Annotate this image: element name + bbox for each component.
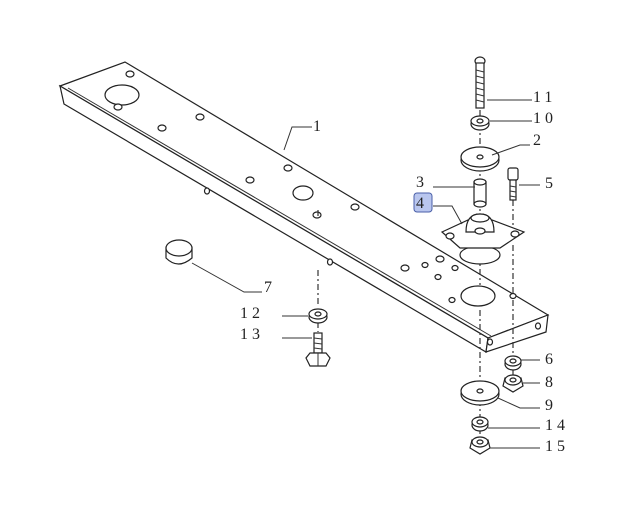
mount-part-4[interactable] [440, 213, 526, 265]
callout-13: 13 [240, 326, 264, 343]
bolt-part-13[interactable] [305, 332, 331, 367]
bolt-part-11[interactable] [474, 56, 486, 109]
callout-10: 10 [533, 110, 557, 127]
large-washer-part-9[interactable] [460, 380, 500, 406]
washer-part-6[interactable] [504, 355, 522, 371]
callout-4[interactable]: 4 [416, 195, 428, 212]
washer-part-10[interactable] [470, 115, 490, 131]
plug-part-7[interactable] [165, 239, 193, 265]
callout-2: 2 [533, 132, 545, 149]
callout-1: 1 [313, 118, 325, 135]
callout-6: 6 [545, 351, 557, 368]
callout-15: 15 [545, 438, 569, 455]
beam-part-1[interactable] [58, 61, 550, 353]
callout-12: 12 [240, 305, 264, 322]
washer-part-14[interactable] [471, 416, 489, 432]
callout-3: 3 [416, 174, 428, 191]
washer-part-12[interactable] [308, 308, 328, 324]
spacer-part-3[interactable] [473, 178, 487, 208]
large-washer-part-2[interactable] [460, 146, 500, 172]
callout-11: 11 [533, 89, 556, 106]
nut-part-8[interactable] [502, 374, 524, 393]
nut-part-15[interactable] [469, 436, 491, 455]
callout-14: 14 [545, 417, 569, 434]
callout-5: 5 [545, 175, 557, 192]
callout-8: 8 [545, 374, 557, 391]
bolt-part-5[interactable] [507, 167, 519, 201]
callout-7: 7 [264, 279, 276, 296]
callout-4-highlight [413, 192, 433, 213]
callout-9: 9 [545, 397, 557, 414]
